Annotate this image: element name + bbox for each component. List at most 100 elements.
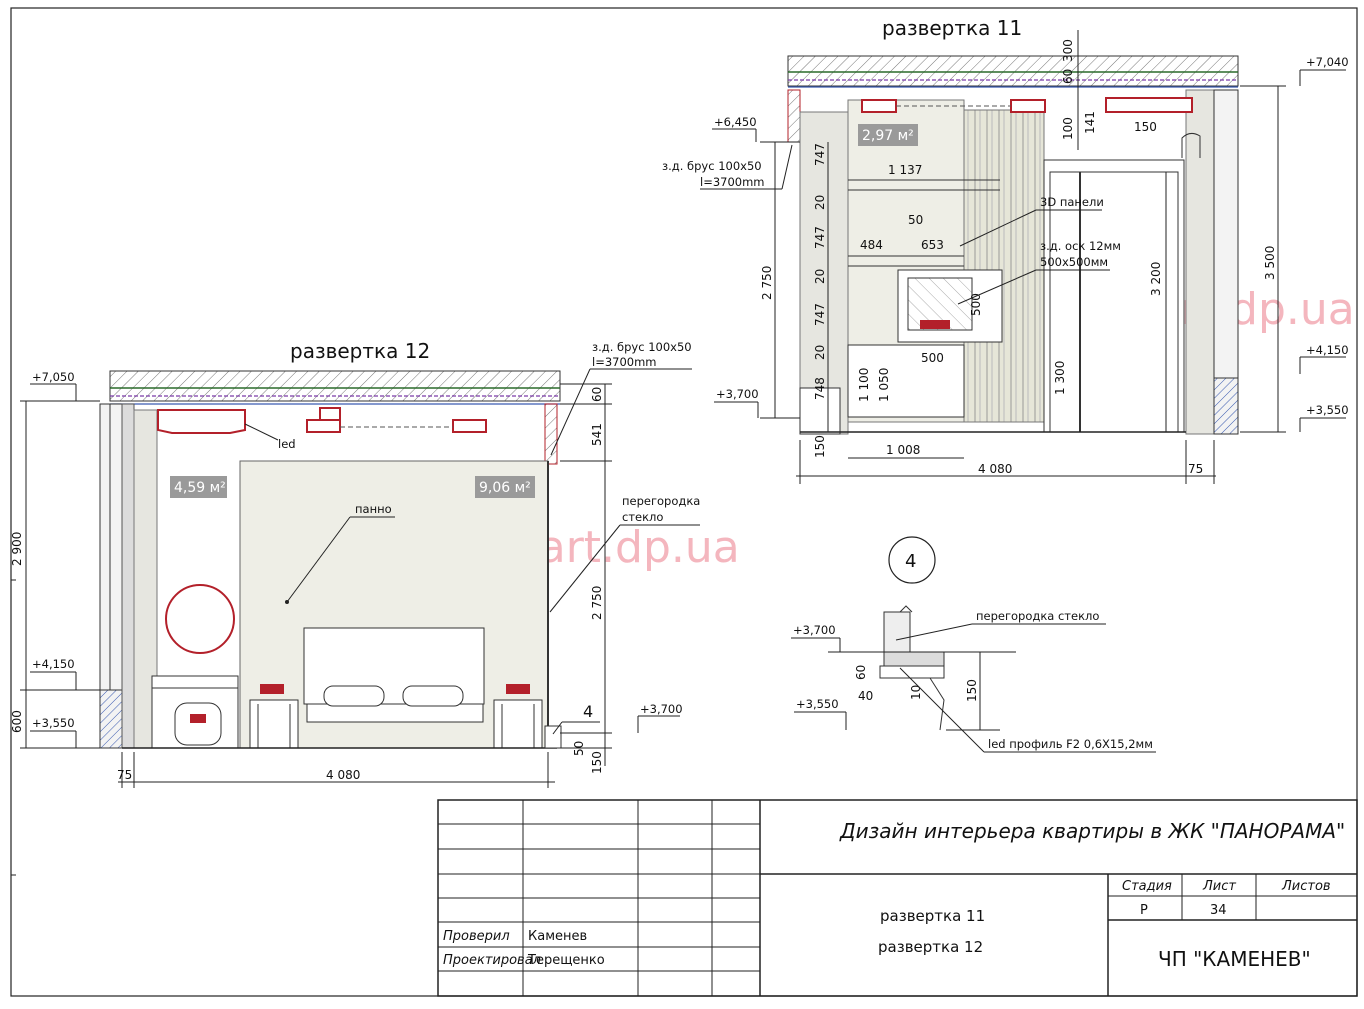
svg-text:600: 600 [10,710,24,733]
svg-text:l=3700mm: l=3700mm [592,355,657,369]
elev12-title: развертка 12 [290,339,430,363]
svg-text:+7,050: +7,050 [32,370,75,384]
svg-text:1 050: 1 050 [877,368,891,402]
led-profile-left [157,409,246,434]
svg-text:150: 150 [813,435,827,458]
svg-text:60: 60 [590,387,604,402]
svg-text:747: 747 [813,143,827,166]
svg-text:+3,700: +3,700 [793,623,836,637]
svg-text:20: 20 [813,195,827,210]
elev12-wall-base [99,689,123,749]
svg-text:150: 150 [1134,120,1157,134]
panel-label: панно [355,502,392,516]
svg-text:747: 747 [813,303,827,326]
svg-text:+3,550: +3,550 [796,697,839,711]
svg-text:4 080: 4 080 [978,462,1012,476]
svg-text:1 008: 1 008 [886,443,920,457]
elevation-11: развертка 11 2,97 м² [662,16,1349,484]
svg-text:500: 500 [969,293,983,316]
svg-text:50: 50 [908,213,923,227]
svg-text:1 300: 1 300 [1053,361,1067,395]
svg-text:+6,450: +6,450 [714,115,757,129]
led-profile-right [452,419,487,433]
svg-text:Проектировал: Проектировал [443,953,541,968]
svg-text:653: 653 [921,238,944,252]
svg-text:100: 100 [1061,117,1075,140]
node4-glass [883,611,911,653]
3d-panels [963,109,1045,423]
svg-text:60: 60 [1061,69,1075,84]
bed [306,703,484,723]
svg-text:2 900: 2 900 [10,532,24,566]
nightstand-right [493,699,543,749]
svg-text:1 100: 1 100 [857,368,871,402]
elevation-12: развертка 12 led 4,59 м² 9,06 м² панно [10,339,700,788]
svg-text:+7,040: +7,040 [1306,55,1349,69]
svg-text:+3,550: +3,550 [32,716,75,730]
svg-text:541: 541 [590,423,604,446]
node4-marker [544,725,562,749]
node4-partition-label: перегородка стекло [976,609,1099,623]
svg-text:747: 747 [813,226,827,249]
node-4-detail: 4 +3,700 +3,550 60 40 10 150 перегородка… [791,536,1156,753]
sheet-number: 34 [1210,903,1227,918]
pillow-right [402,685,464,707]
socket-left [260,684,284,694]
company-name: ЧП "КАМЕНЕВ" [1158,947,1311,971]
svg-text:+4,150: +4,150 [32,657,75,671]
mirror-label-1: з.д. оск 12мм [1040,239,1121,253]
area-right: 9,06 м² [479,480,531,496]
led-profile-center [306,419,341,433]
svg-text:3 200: 3 200 [1149,262,1163,296]
partition-label-2: стекло [622,510,663,524]
svg-text:75: 75 [117,768,132,782]
svg-text:1 137: 1 137 [888,163,922,177]
checked-by: Каменев [528,929,587,944]
svg-text:50: 50 [572,741,586,756]
sheet-name-1: развертка 11 [880,907,985,925]
svg-text:+3,700: +3,700 [716,387,759,401]
vanity-elev11 [847,344,965,418]
svg-text:+3,700: +3,700 [640,702,683,716]
svg-text:l=3700mm: l=3700mm [700,175,765,189]
elev11-ceiling-slab [787,55,1239,87]
svg-text:+4,150: +4,150 [1306,343,1349,357]
sheet-name-2: развертка 12 [878,938,983,956]
pillow-left [323,685,385,707]
svg-text:150: 150 [590,751,604,774]
svg-text:+3,550: +3,550 [1306,403,1349,417]
node4-ref: 4 [583,702,593,721]
socket-right [506,684,530,694]
partition-label-1: перегородка [622,494,700,508]
mirror-label-2: 500x500мм [1040,255,1108,269]
node4-led-label: led профиль F2 0,6X15,2мм [988,737,1153,751]
svg-text:Стадия: Стадия [1122,879,1172,894]
elev12-beam-label: з.д. брус 100x50 [592,340,692,354]
svg-text:Проверил: Проверил [443,929,510,944]
svg-text:Лист: Лист [1202,879,1236,894]
svg-text:2 750: 2 750 [590,586,604,620]
svg-text:500: 500 [921,351,944,365]
elev11-levels: +7,040 +6,450 +3,700 +4,150 +3,550 [712,55,1349,432]
title-block: Дизайн интерьера квартиры в ЖК "ПАНОРАМА… [437,799,1358,997]
svg-text:2 750: 2 750 [760,266,774,300]
project-title: Дизайн интерьера квартиры в ЖК "ПАНОРАМА… [839,819,1345,843]
svg-text:20: 20 [813,345,827,360]
svg-text:300: 300 [1061,39,1075,62]
node4-circle [888,536,936,584]
led-profile-2 [1010,99,1046,113]
stage-value: Р [1140,903,1148,918]
nightstand-left [249,699,299,749]
svg-text:Листов: Листов [1281,879,1331,894]
svg-text:150: 150 [965,679,979,702]
round-mirror [165,584,235,654]
led-profile-1 [861,99,897,113]
svg-text:3 500: 3 500 [1263,246,1277,280]
led-profile-3 [1105,97,1193,113]
svg-text:141: 141 [1083,111,1097,134]
svg-text:60: 60 [854,665,868,680]
svg-text:748: 748 [813,377,827,400]
3d-panels-label: 3D панели [1040,195,1104,209]
